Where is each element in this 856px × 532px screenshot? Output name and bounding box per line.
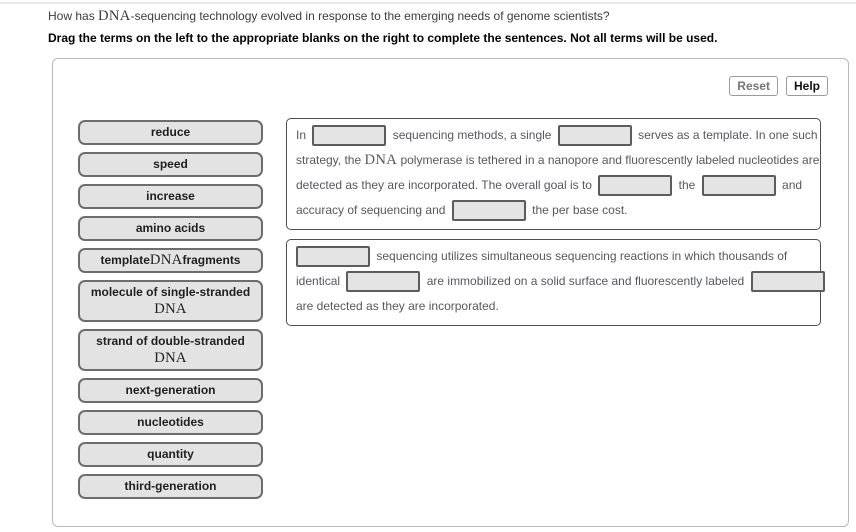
term-label: nucleotides (137, 415, 204, 429)
paragraph-1: In sequencing methods, a single serves a… (286, 118, 821, 230)
term-label: third-generation (124, 479, 217, 493)
question-text-post: -sequencing technology evolved in respon… (130, 9, 610, 23)
term-label: increase (146, 189, 195, 203)
paragraph-text-dna: DNA (364, 152, 398, 168)
term-reduce[interactable]: reduce (78, 120, 263, 145)
paragraph-text: strategy, the (296, 153, 362, 167)
paragraph-2-line-3: are detected as they are incorporated. (296, 294, 811, 319)
help-button[interactable]: Help (785, 76, 828, 96)
paragraph-text: sequencing utilizes simultaneous sequenc… (376, 249, 788, 263)
reset-button[interactable]: Reset (729, 76, 778, 96)
blank-p1-goal-verb[interactable] (598, 175, 673, 197)
paragraph-2-line-1: sequencing utilizes simultaneous sequenc… (296, 244, 811, 269)
paragraph-text: and (782, 178, 803, 192)
instruction-text: Drag the terms on the left to the approp… (48, 31, 718, 45)
paragraph-text: sequencing methods, a single (392, 128, 552, 142)
term-template-dna-fragments[interactable]: template DNA fragments (78, 248, 263, 273)
toolbar: Reset Help (729, 76, 828, 96)
term-label: template (100, 253, 150, 267)
term-label-dna: DNA (154, 301, 187, 317)
term-speed[interactable]: speed (78, 152, 263, 177)
term-label: amino acids (135, 221, 206, 235)
paragraph-1-line-2: strategy, the DNA polymerase is tethered… (296, 148, 819, 173)
blank-p2-fragments[interactable] (346, 271, 421, 293)
paragraph-text: the per base cost. (532, 203, 628, 217)
term-label: next-generation (125, 383, 216, 397)
term-third-generation[interactable]: third-generation (78, 474, 263, 499)
term-strand-of-double-stranded-dna[interactable]: strand of double-stranded DNA (78, 329, 263, 371)
paragraph-text: In (296, 128, 307, 142)
term-label-dna: DNA (149, 252, 183, 268)
term-label: fragments (182, 253, 241, 267)
paragraph-text: are immobilized on a solid surface and f… (426, 274, 745, 288)
paragraph-text: the (678, 178, 696, 192)
paragraph-text: detected as they are incorporated. The o… (296, 178, 592, 192)
paragraph-text: polymerase is tethered in a nanopore and… (400, 153, 820, 167)
term-label-dna: DNA (154, 350, 187, 366)
paragraph-text: identical (296, 274, 341, 288)
paragraph-1-line-1: In sequencing methods, a single serves a… (296, 123, 818, 148)
term-molecule-of-single-stranded-dna[interactable]: molecule of single-stranded DNA (78, 280, 263, 322)
terms-list: reduce speed increase amino acids templa… (78, 120, 263, 506)
paragraph-1-line-4: accuracy of sequencing and the per base … (296, 198, 811, 223)
question-text: How has DNA-sequencing technology evolve… (48, 8, 610, 25)
activity-panel: Reset Help reduce speed increase amino a… (52, 58, 849, 527)
paragraph-text: accuracy of sequencing and (296, 203, 446, 217)
term-label: strand of double-stranded (96, 334, 245, 348)
term-amino-acids[interactable]: amino acids (78, 216, 263, 241)
blank-p2-generation[interactable] (296, 246, 370, 268)
paragraphs-column: In sequencing methods, a single serves a… (286, 118, 825, 326)
blank-p1-goal-noun[interactable] (701, 175, 776, 197)
blank-p1-cost-verb[interactable] (451, 200, 526, 222)
blank-p1-template[interactable] (557, 125, 632, 147)
question-text-dna: DNA (98, 8, 131, 24)
question-text-pre: How has (48, 9, 99, 23)
term-label: molecule of single-stranded (90, 285, 251, 299)
term-label: speed (153, 157, 188, 171)
top-divider (0, 2, 856, 4)
term-label: reduce (150, 125, 191, 139)
paragraph-2: sequencing utilizes simultaneous sequenc… (286, 239, 825, 326)
term-quantity[interactable]: quantity (78, 442, 263, 467)
paragraph-1-line-3: detected as they are incorporated. The o… (296, 173, 811, 198)
term-nucleotides[interactable]: nucleotides (78, 410, 263, 435)
term-next-generation[interactable]: next-generation (78, 378, 263, 403)
term-increase[interactable]: increase (78, 184, 263, 209)
paragraph-text: are detected as they are incorporated. (296, 299, 499, 313)
term-label: quantity (147, 447, 194, 461)
blank-p1-method[interactable] (312, 125, 387, 147)
blank-p2-nucleotides[interactable] (750, 271, 825, 293)
paragraph-2-line-2: identical are immobilized on a solid sur… (296, 269, 825, 294)
paragraph-text: serves as a template. In one such (638, 128, 818, 142)
